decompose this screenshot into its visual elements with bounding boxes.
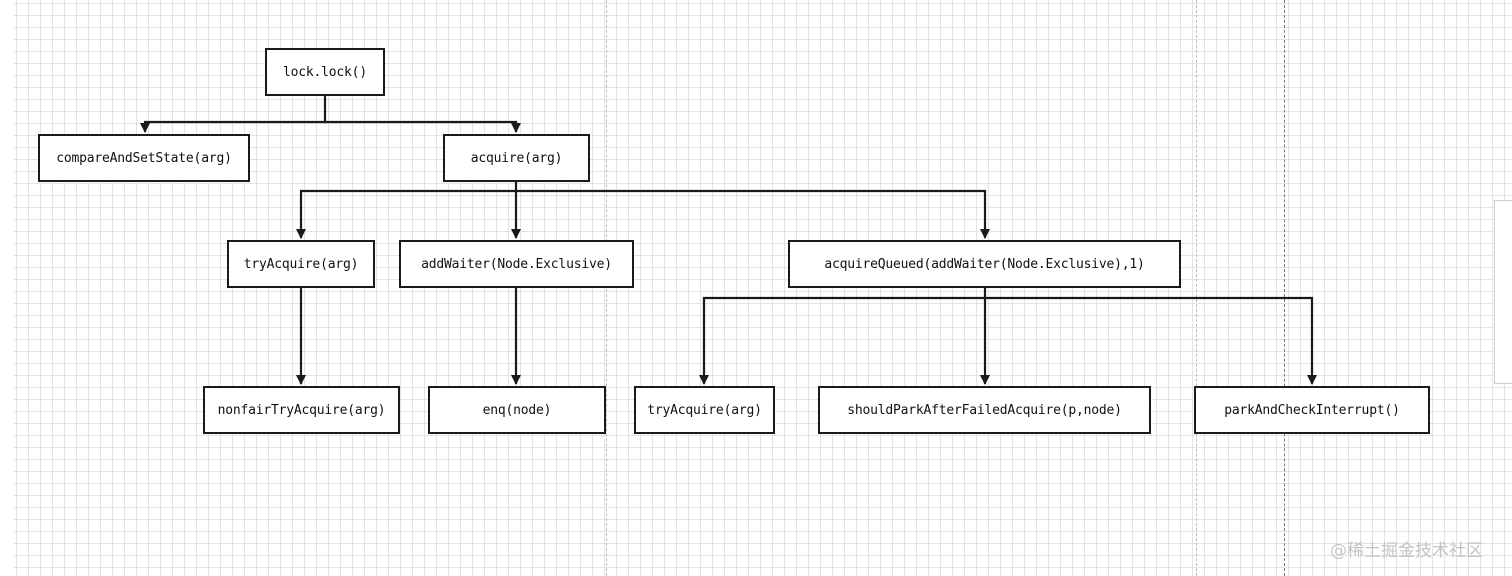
edge-acquirequeued-tryacquire bbox=[699, 288, 987, 385]
node-label: compareAndSetState(arg) bbox=[56, 150, 232, 166]
node-label: acquireQueued(addWaiter(Node.Exclusive),… bbox=[824, 256, 1145, 272]
node-label: addWaiter(Node.Exclusive) bbox=[421, 256, 612, 272]
node-label: nonfairTryAcquire(arg) bbox=[217, 402, 386, 418]
page-break-line bbox=[606, 0, 607, 576]
edge-acquire-tryacquire bbox=[296, 182, 518, 239]
node-acquire[interactable]: acquire(arg) bbox=[443, 134, 590, 182]
node-try-acquire-2[interactable]: tryAcquire(arg) bbox=[634, 386, 775, 434]
node-compare-and-set-state[interactable]: compareAndSetState(arg) bbox=[38, 134, 250, 182]
diagram-canvas bbox=[14, 0, 1512, 576]
side-panel-handle[interactable] bbox=[1494, 200, 1512, 384]
node-acquire-queued[interactable]: acquireQueued(addWaiter(Node.Exclusive),… bbox=[788, 240, 1181, 288]
node-lock-lock[interactable]: lock.lock() bbox=[265, 48, 385, 96]
node-should-park-after-failed-acquire[interactable]: shouldParkAfterFailedAcquire(p,node) bbox=[818, 386, 1151, 434]
node-label: tryAcquire(arg) bbox=[647, 402, 762, 418]
edge-lock-cas bbox=[140, 96, 327, 133]
node-label: acquire(arg) bbox=[470, 150, 563, 166]
node-add-waiter[interactable]: addWaiter(Node.Exclusive) bbox=[399, 240, 634, 288]
node-label: enq(node) bbox=[482, 402, 552, 418]
page-break-line bbox=[1284, 0, 1285, 576]
node-enq[interactable]: enq(node) bbox=[428, 386, 606, 434]
node-label: tryAcquire(arg) bbox=[243, 256, 359, 272]
watermark-text: @稀土掘金技术社区 bbox=[1330, 541, 1483, 561]
node-nonfair-try-acquire[interactable]: nonfairTryAcquire(arg) bbox=[203, 386, 400, 434]
node-park-and-check-interrupt[interactable]: parkAndCheckInterrupt() bbox=[1194, 386, 1430, 434]
node-label: shouldParkAfterFailedAcquire(p,node) bbox=[847, 402, 1122, 418]
edge-acquire-acquirequeued bbox=[516, 189, 990, 239]
page-break-line bbox=[1196, 0, 1197, 576]
edge-lock-acquire bbox=[325, 120, 521, 133]
node-label: parkAndCheckInterrupt() bbox=[1224, 402, 1400, 418]
edge-acquirequeued-parkcheck bbox=[985, 296, 1317, 385]
node-try-acquire[interactable]: tryAcquire(arg) bbox=[227, 240, 375, 288]
node-label: lock.lock() bbox=[283, 64, 367, 80]
